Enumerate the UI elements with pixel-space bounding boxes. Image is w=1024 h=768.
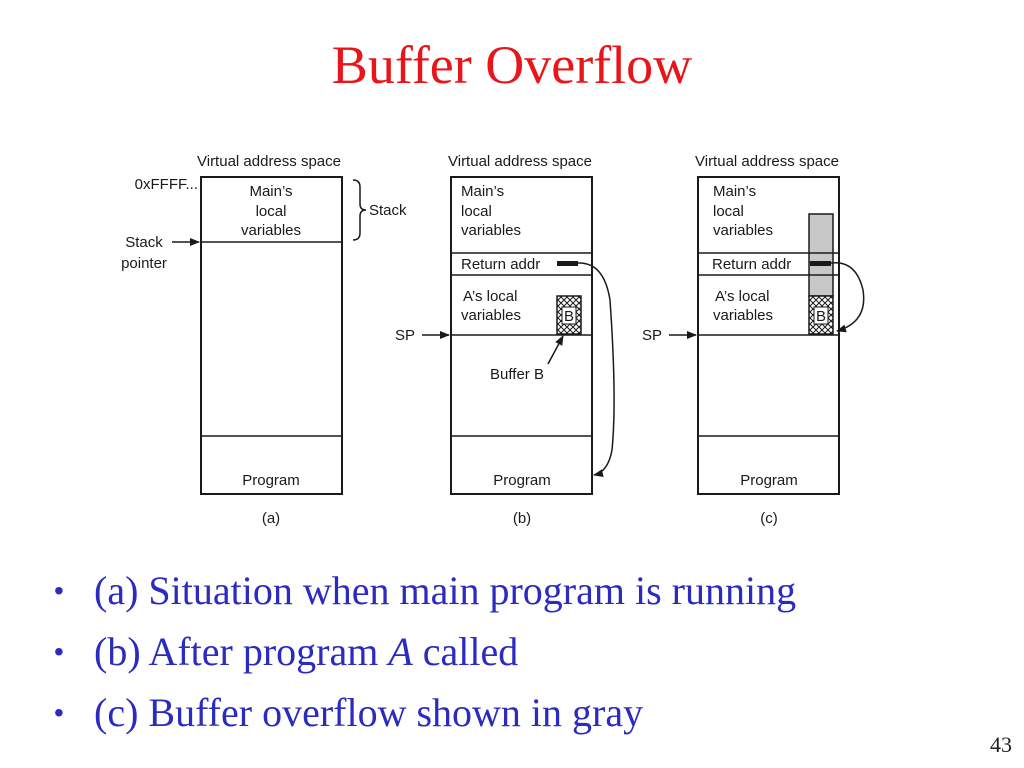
panel-c-sp-label: SP xyxy=(642,327,662,344)
panel-c-return-arrow xyxy=(830,262,865,333)
panel-c-buffer-letter: B xyxy=(816,308,826,325)
page-number: 43 xyxy=(990,732,1012,757)
bullet-b-text: (b) After program xyxy=(94,629,389,674)
panel-b: Virtual address space Main’s local varia… xyxy=(395,153,615,527)
bullet-item-b: • (b) After program A called xyxy=(54,621,796,682)
panel-a-caption: (a) xyxy=(262,510,280,527)
overflow-gray-region xyxy=(808,213,834,297)
panel-a-main-locals-3: variables xyxy=(241,222,301,239)
panel-c-main-locals-1: Main’s xyxy=(713,183,756,200)
bullet-a-text: (a) Situation when main program is runni… xyxy=(94,568,797,613)
panel-b-caption: (b) xyxy=(513,510,531,527)
panel-c-header: Virtual address space xyxy=(695,153,839,170)
panel-b-return-addr-marker xyxy=(557,261,578,266)
panel-c-return-addr-marker xyxy=(810,261,831,266)
panel-b-header: Virtual address space xyxy=(448,153,592,170)
bullet-item-c: • (c) Buffer overflow shown in gray xyxy=(54,682,796,743)
panel-c: Virtual address space Main’s local varia… xyxy=(642,153,865,527)
panel-c-buffer-letter-bg xyxy=(813,306,829,325)
stack-pointer-label-1: Stack xyxy=(125,234,163,251)
bullet-item-a: • (a) Situation when main program is runn… xyxy=(54,560,796,621)
panel-a: Virtual address space Main’s local varia… xyxy=(121,153,407,527)
bullet-list: • (a) Situation when main program is runn… xyxy=(54,560,796,743)
panel-a-program-label: Program xyxy=(242,472,300,489)
panel-c-return-addr: Return addr xyxy=(712,256,791,273)
buffer-b-label: Buffer B xyxy=(490,366,544,383)
panel-a-header: Virtual address space xyxy=(197,153,341,170)
stack-diagram: Virtual address space Main’s local varia… xyxy=(121,153,865,527)
panel-c-program-label: Program xyxy=(740,472,798,489)
panel-c-main-locals-3: variables xyxy=(713,222,773,239)
bullet-b-suffix: called xyxy=(412,629,519,674)
stack-label: Stack xyxy=(369,202,407,219)
panel-b-sp-label: SP xyxy=(395,327,415,344)
panel-b-buffer-box xyxy=(556,295,582,335)
bullet-dot-icon: • xyxy=(54,636,64,667)
slide-title: Buffer Overflow xyxy=(331,35,693,95)
panel-b-buffer-letter: B xyxy=(564,308,574,325)
panel-b-return-addr: Return addr xyxy=(461,256,540,273)
panel-c-buffer-box xyxy=(808,295,834,335)
bullet-b-italic: A xyxy=(388,629,413,674)
bullet-c-text: (c) Buffer overflow shown in gray xyxy=(94,690,644,735)
bullet-dot-icon: • xyxy=(54,697,64,728)
panel-a-address-space xyxy=(200,176,343,495)
panel-a-address-label: 0xFFFF... xyxy=(135,176,198,193)
panel-c-caption: (c) xyxy=(760,510,778,527)
stack-pointer-label-2: pointer xyxy=(121,255,167,272)
panel-b-a-locals-1: A’s local xyxy=(463,288,517,305)
panel-a-main-locals-2: local xyxy=(256,203,287,220)
panel-c-main-locals-2: local xyxy=(713,203,744,220)
panel-b-main-locals-3: variables xyxy=(461,222,521,239)
stack-brace xyxy=(352,179,367,241)
buffer-b-pointer-arrow xyxy=(547,335,564,365)
panel-b-return-arrow xyxy=(577,262,615,478)
panel-c-a-locals-1: A’s local xyxy=(715,288,769,305)
bullet-dot-icon: • xyxy=(54,575,64,606)
panel-b-program-label: Program xyxy=(493,472,551,489)
panel-b-a-locals-2: variables xyxy=(461,307,521,324)
panel-b-main-locals-2: local xyxy=(461,203,492,220)
panel-a-main-locals-1: Main’s xyxy=(249,183,292,200)
panel-b-buffer-letter-bg xyxy=(561,306,577,325)
panel-c-a-locals-2: variables xyxy=(713,307,773,324)
panel-b-main-locals-1: Main’s xyxy=(461,183,504,200)
